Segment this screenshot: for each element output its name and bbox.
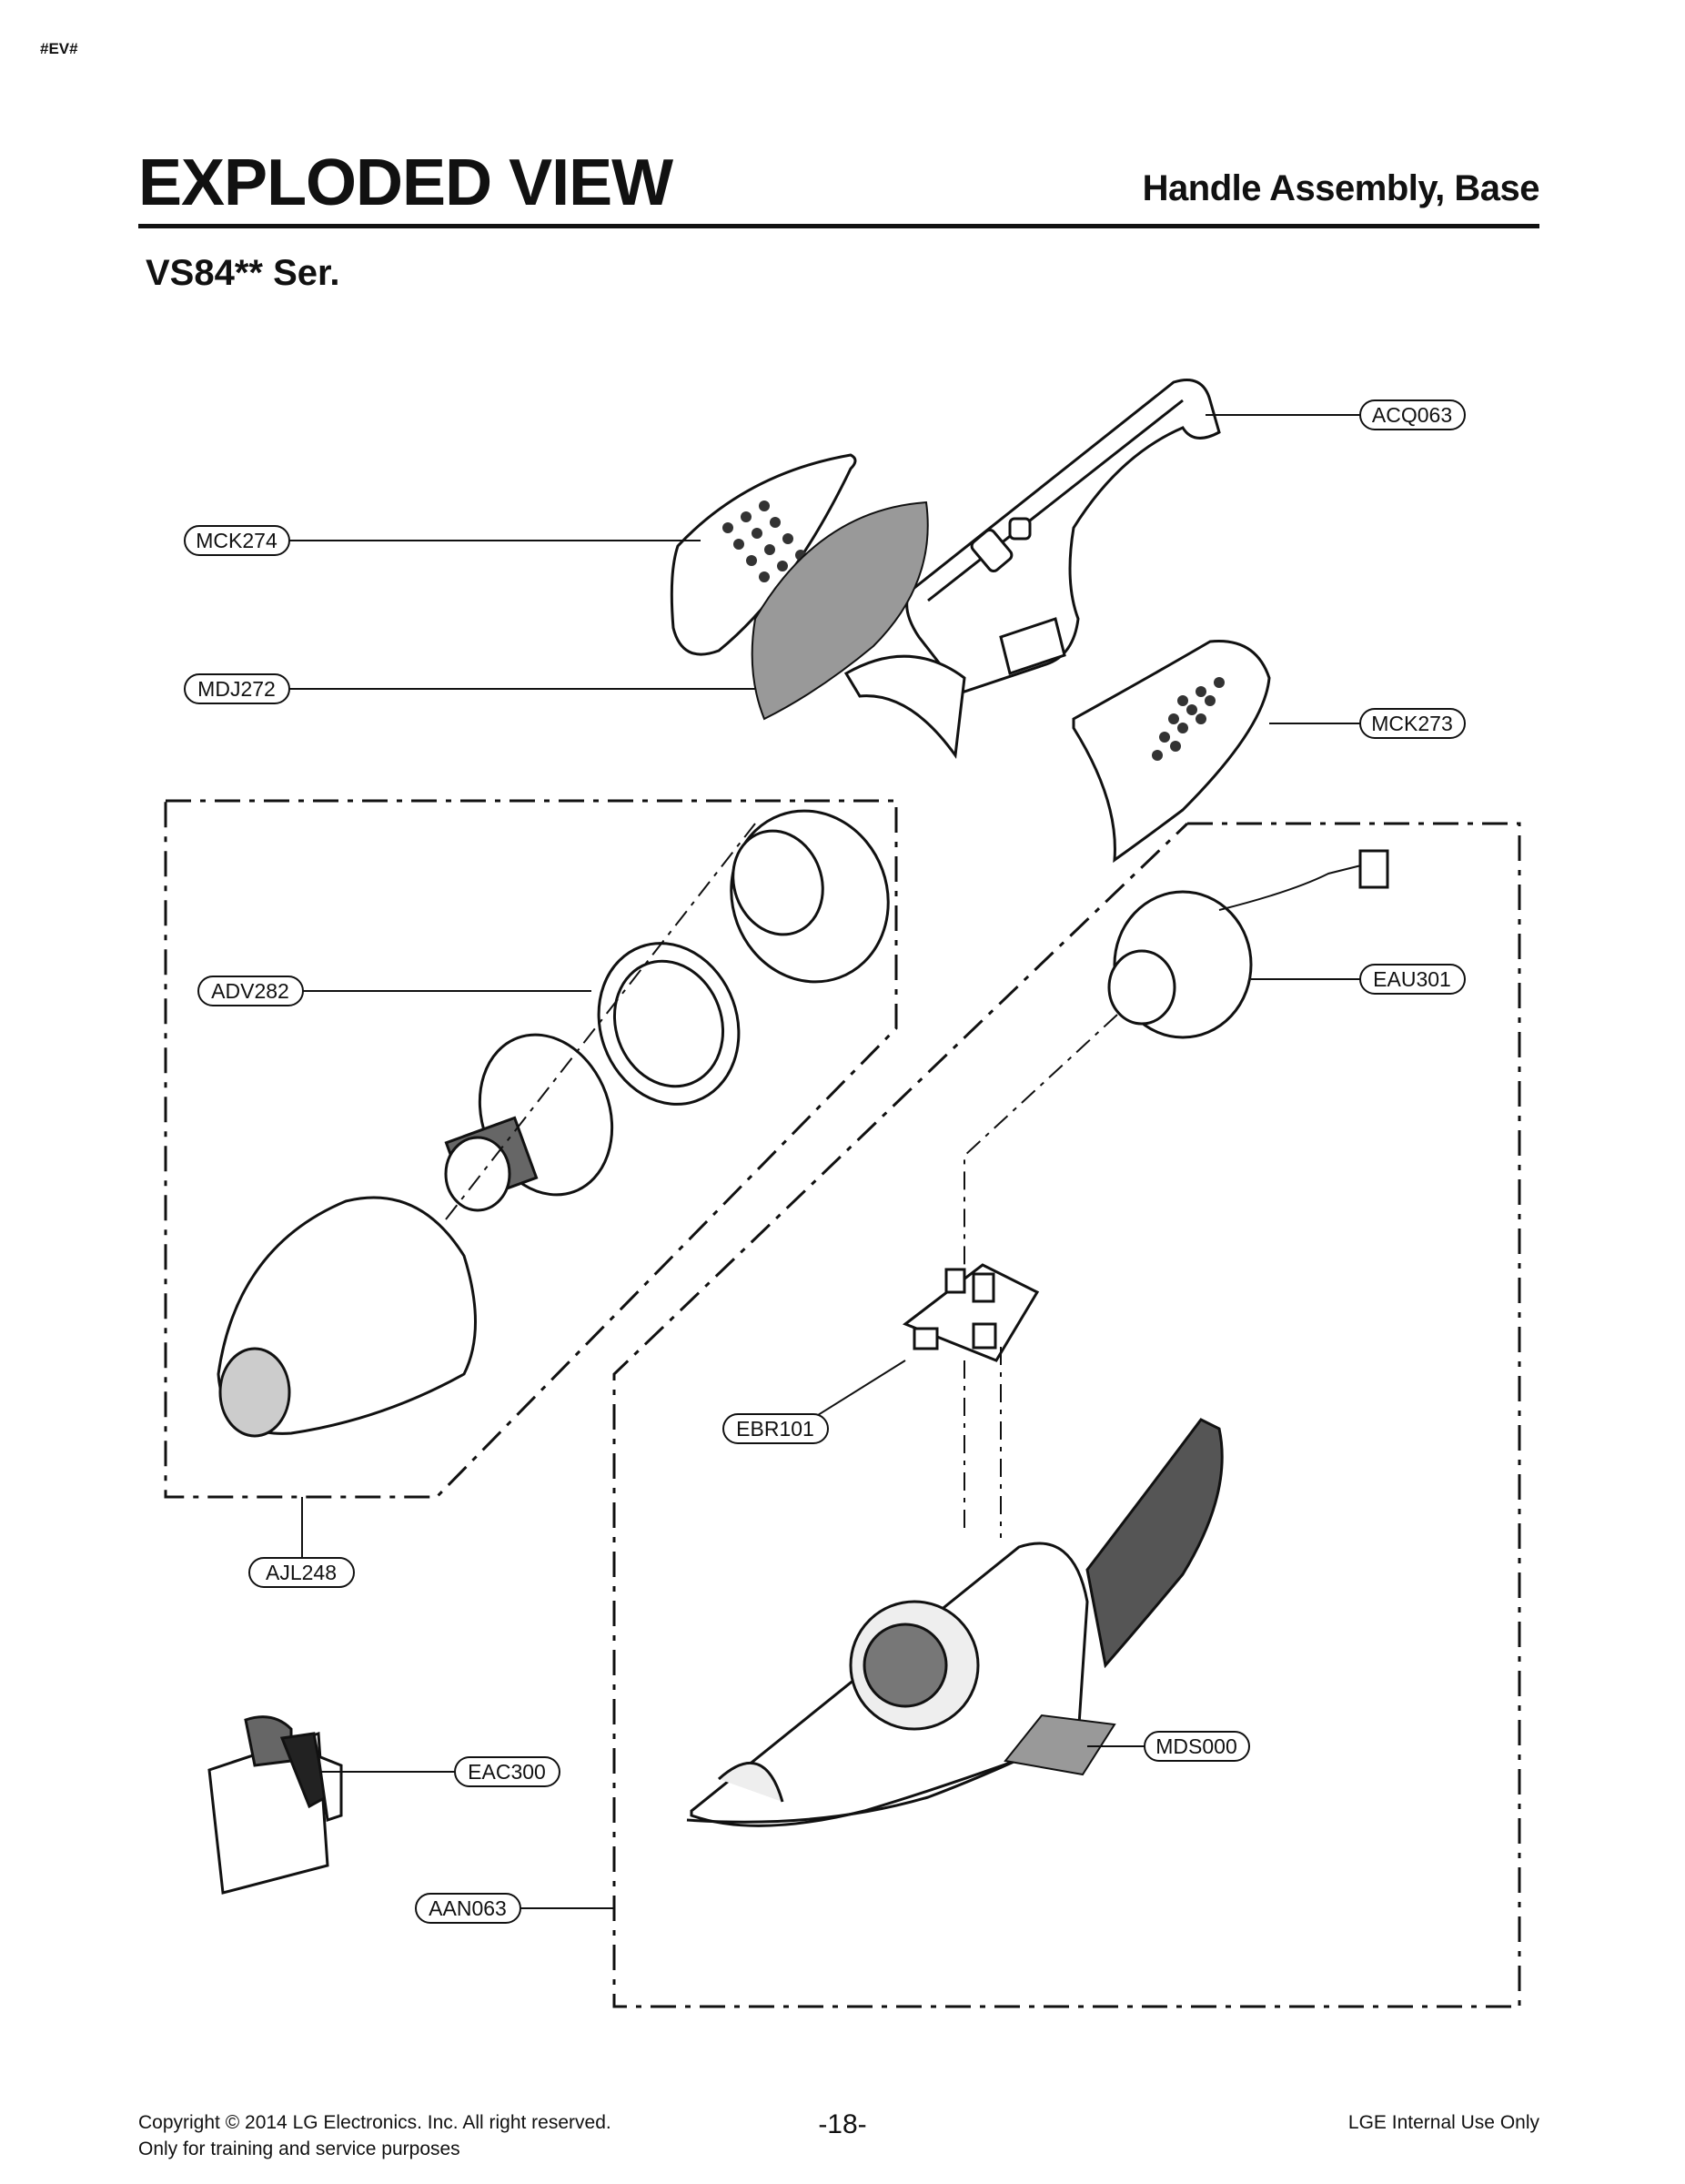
label-mck273: MCK273 [1371, 712, 1452, 735]
copyright-text: Copyright © 2014 LG Electronics. Inc. Al… [138, 2112, 611, 2133]
filter-sheet-part [751, 500, 929, 721]
document-tag: #EV# [40, 40, 78, 57]
right-cover-part [1072, 640, 1271, 864]
page-title: EXPLODED VIEW [138, 147, 673, 219]
label-mds000: MDS000 [1155, 1734, 1236, 1758]
label-ovals [184, 399, 1466, 1924]
model-series: VS84** Ser. [146, 253, 340, 293]
base-group-boundary [612, 822, 1521, 2008]
page-number: -18- [818, 2109, 867, 2139]
label-mdj272: MDJ272 [197, 677, 276, 701]
pcb-axis [964, 1347, 1002, 1538]
base-part [686, 1418, 1224, 1827]
title-rule [138, 224, 1539, 228]
dust-bin-parts [217, 809, 890, 1438]
label-ebr101: EBR101 [736, 1417, 814, 1441]
battery-part [207, 1715, 343, 1895]
dust-bin-axis [445, 823, 756, 1220]
label-eau301: EAU301 [1373, 967, 1451, 991]
label-eac300: EAC300 [468, 1760, 546, 1784]
motor-part [1107, 849, 1389, 1039]
dust-bin-group-boundary [164, 799, 898, 1499]
section-title: Handle Assembly, Base [1142, 168, 1540, 208]
label-adv282: ADV282 [211, 979, 289, 1003]
internal-use-note: LGE Internal Use Only [1347, 2112, 1539, 2133]
handle-part [843, 379, 1221, 760]
footer-left: Copyright © 2014 LG Electronics. Inc. Al… [138, 2109, 611, 2162]
training-note: Only for training and service purposes [138, 2138, 460, 2159]
label-mck274: MCK274 [196, 529, 277, 552]
filter-pad-part [1004, 1714, 1116, 1776]
leader-lines [289, 414, 1360, 1909]
label-aan063: AAN063 [429, 1896, 507, 1920]
pcb-part [902, 1263, 1040, 1362]
motor-axis [964, 1014, 1118, 1265]
label-acq063: ACQ063 [1372, 403, 1452, 427]
label-ajl248: AJL248 [266, 1561, 337, 1584]
